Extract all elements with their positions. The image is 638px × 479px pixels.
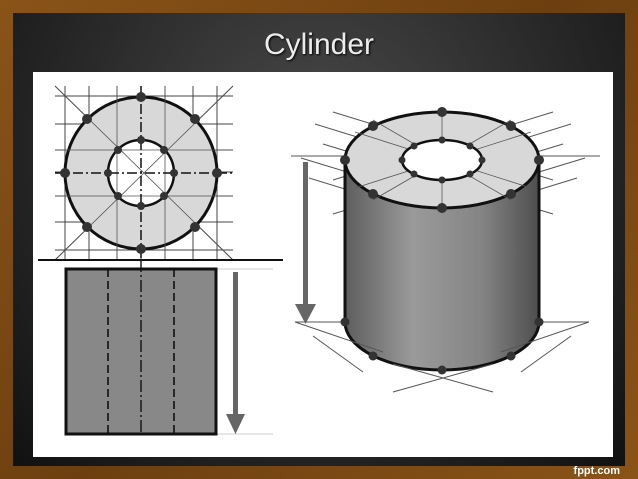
outer-division-points bbox=[60, 92, 222, 254]
center-lines bbox=[55, 86, 233, 260]
isometric-bottom-points bbox=[340, 317, 544, 375]
brand-watermark: fppt.com bbox=[573, 465, 620, 477]
height-arrow-right bbox=[295, 162, 316, 324]
hidden-lines bbox=[107, 269, 175, 434]
diagram-canvas bbox=[33, 72, 613, 457]
front-view bbox=[64, 260, 273, 436]
isometric-inner-points bbox=[398, 136, 486, 184]
top-view bbox=[54, 85, 234, 261]
slide-title: Cylinder bbox=[263, 28, 375, 61]
inner-division-points bbox=[104, 136, 178, 210]
isometric-outer-points bbox=[340, 107, 544, 213]
isometric-bottom-grid bbox=[294, 321, 590, 393]
height-arrow-left bbox=[226, 272, 245, 434]
isometric-view bbox=[291, 107, 600, 393]
cylinder-diagram bbox=[38, 85, 600, 436]
